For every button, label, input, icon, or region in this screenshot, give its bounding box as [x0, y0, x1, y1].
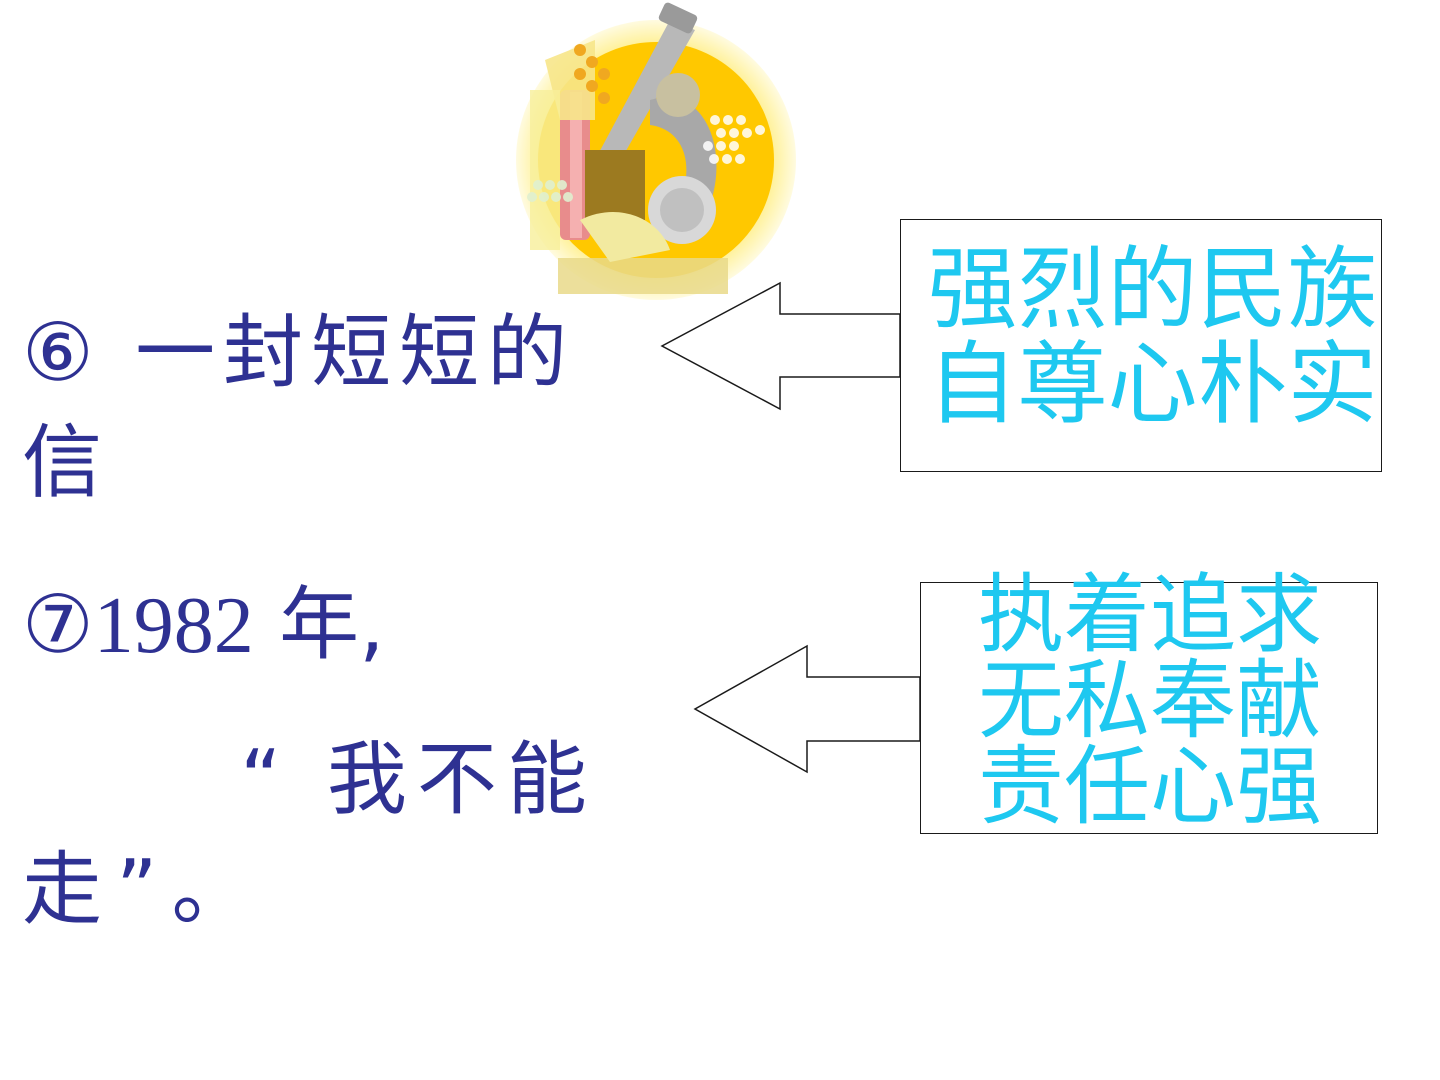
callout-1-line2: 自尊心朴实 — [927, 332, 1378, 437]
item-7-line1: ⑦1982 年, — [22, 560, 385, 676]
item-7-prefix: ⑦ — [22, 578, 94, 671]
item-6-line2: 信 — [22, 416, 102, 509]
item-7-quote-line1: “ 我不能 — [240, 733, 597, 826]
callout-2-line1: 执着追求 — [978, 565, 1322, 665]
item-7-suffix: 年, — [279, 578, 385, 671]
callout-2-line3: 责任心强 — [978, 737, 1322, 837]
callout-1-line1: 强烈的民族 — [927, 237, 1378, 342]
item-6-line1: ⑥ 一封短短的 — [22, 306, 576, 399]
callout-2-line2: 无私奉献 — [978, 651, 1322, 751]
item-7-year: 1982 — [93, 582, 254, 670]
callout-box-2 — [920, 582, 1378, 834]
callout-box-1 — [900, 219, 1382, 472]
microscope-icon — [516, 2, 796, 300]
item-7-quote-line2: 走”。 — [22, 843, 266, 936]
